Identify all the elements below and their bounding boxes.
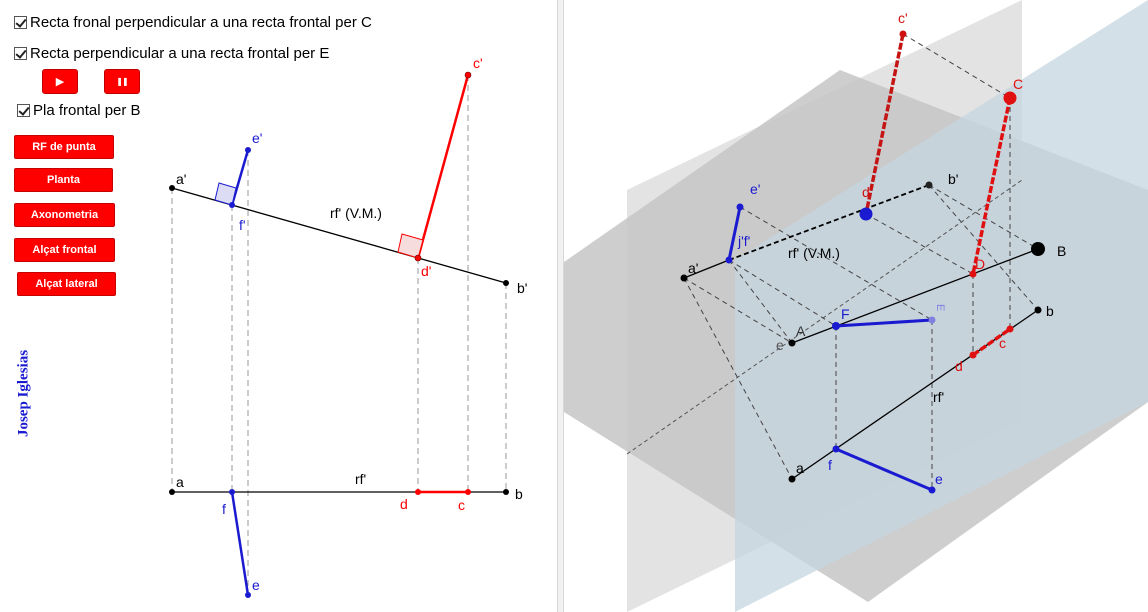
label3d-jf-prime: j'f' [737,233,750,249]
checkbox-perpendicular-e[interactable]: Recta perpendicular a una recta frontal … [14,45,329,62]
pane-divider[interactable] [557,0,564,612]
label-rf-vm: rf' (V.M.) [330,205,382,221]
line-a-prime-3d [683,259,730,279]
checkbox-label: Pla frontal per B [33,102,141,119]
label-e: e [252,577,260,593]
line-ef-plan [230,491,250,596]
line-cd-3d [971,327,1012,357]
frontal-plane-blue [735,0,1148,612]
label-e-prime: e' [252,130,262,146]
planta-button[interactable]: Planta [14,168,113,192]
line-FE-3d [835,318,933,328]
label3d-E: E [934,304,946,311]
label3d-a: a [796,460,804,476]
author-signature: Josep Iglesias [15,349,32,438]
alcat-lateral-button[interactable]: Alçat lateral [17,272,116,296]
line-ab-elevation [171,187,507,284]
axonometric-drawing: c' C d' b' e' j'f' rf' (V.M.) a' D B b A… [564,0,1148,612]
label3d-c: c [999,335,1006,351]
label3d-d-prime: d' [862,184,872,200]
axonometria-button[interactable]: Axonometria [14,203,115,227]
label-c-prime: c' [473,55,483,71]
label3d-rf: rf' [933,389,944,405]
label3d-c-prime: c' [898,10,908,26]
label-f: f [222,501,226,517]
pause-button[interactable]: ❚❚ [104,69,140,94]
line-ef-prime-3d [727,206,742,261]
label3d-B: B [1057,243,1066,259]
rf-de-punta-button[interactable]: RF de punta [14,135,114,159]
label-d-prime: d' [421,263,431,279]
label3d-D: D [975,256,985,272]
checkbox-checked-icon[interactable] [14,16,27,29]
label-a-prime: a' [176,171,186,187]
line-cd-elevation [416,74,470,259]
label3d-f: f [828,457,832,473]
label3d-a-prime: a' [688,260,698,276]
play-button[interactable]: ▶ [42,69,78,94]
orthographic-drawing: a' b' c' d' e' f' rf' (V.M.) a b c d e f… [169,55,527,598]
label3d-e-prime: e' [750,181,760,197]
points-left [169,71,509,598]
label-a: a [176,474,184,490]
line-fe-3d [835,447,933,492]
label-d: d [400,496,408,512]
label-f-prime: f' [239,217,246,233]
label3d-C: C [1013,76,1023,92]
label-rf: rf' [355,471,366,487]
construction-lines-3d [683,33,1039,490]
label3d-e-small: e [776,337,784,353]
drawing-pane-3d[interactable]: c' C d' b' e' j'f' rf' (V.M.) a' D B b A… [564,0,1148,612]
right-angle-mark-f [214,182,237,206]
label3d-rf-vm: rf' (V.M.) [788,245,840,261]
drawing-pane-left[interactable]: Recta fronal perpendicular a una recta f… [0,0,557,612]
checkbox-label: Recta fronal perpendicular a una recta f… [30,14,372,31]
checkbox-checked-icon[interactable] [17,104,30,117]
label3d-e: e [935,471,943,487]
label3d-d: d [955,358,963,374]
checkbox-frontal-perpendicular-c[interactable]: Recta fronal perpendicular a una recta f… [14,14,372,31]
checkbox-checked-icon[interactable] [14,47,27,60]
label3d-A: A [796,323,806,339]
pause-icon: ❚❚ [116,77,128,86]
line-rf-prime-3d [728,184,930,261]
label-c: c [458,497,465,513]
label3d-b: b [1046,303,1054,319]
label3d-F: F [841,306,850,322]
line-ef-elevation [230,149,250,206]
right-angle-mark-d [397,233,424,259]
label-b: b [515,486,523,502]
line-cd-prime-3d [864,33,905,215]
label3d-b-prime: b' [948,171,958,187]
checkbox-frontal-plane-b[interactable]: Pla frontal per B [17,102,141,119]
points-3d [680,30,1045,494]
checkbox-label: Recta perpendicular a una recta frontal … [30,45,330,62]
plane-intersection-line [626,179,1023,455]
alcat-frontal-button[interactable]: Alçat frontal [14,238,115,262]
projection-lines [171,75,507,595]
label-b-prime: b' [517,280,527,296]
play-icon: ▶ [55,76,65,88]
line-CD-3d [971,97,1012,275]
